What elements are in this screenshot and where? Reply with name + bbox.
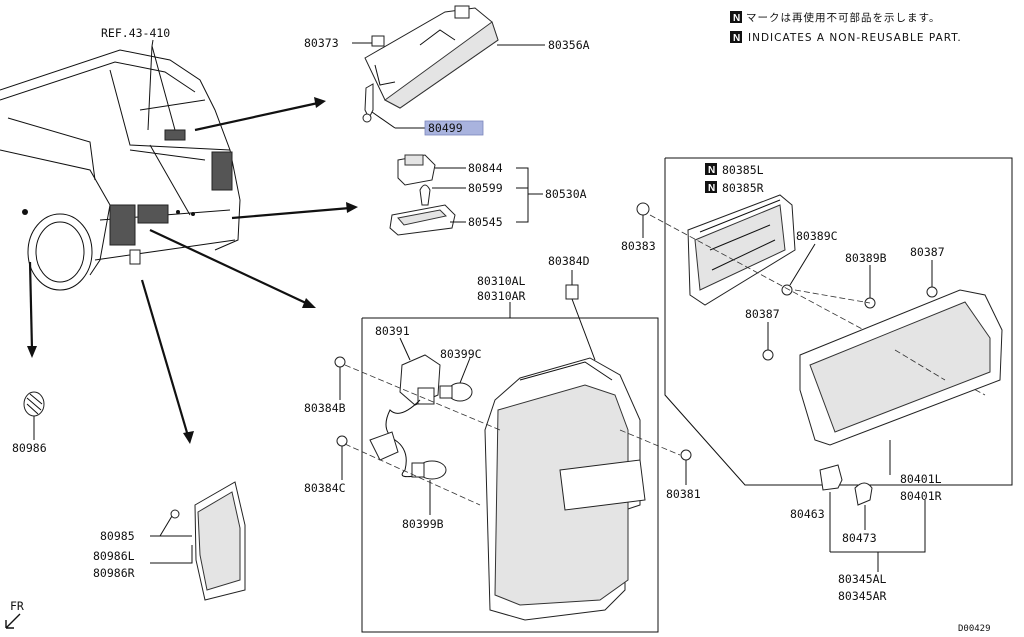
label-80387-a: 80387 bbox=[910, 245, 945, 259]
small-parts bbox=[819, 464, 873, 506]
front-label: FR bbox=[10, 599, 24, 613]
lower-tail-lamp-80401 bbox=[799, 289, 1003, 446]
label-80986: 80986 bbox=[12, 441, 47, 455]
label-80345AR: 80345AR bbox=[838, 589, 887, 603]
label-80389C: 80389C bbox=[796, 229, 838, 243]
label-80401L: 80401L bbox=[900, 472, 942, 486]
front-arrow-icon bbox=[5, 613, 21, 629]
tail-lamp-box bbox=[361, 317, 659, 633]
label-80530A: 80530A bbox=[545, 187, 587, 201]
reflector-80986 bbox=[23, 391, 45, 417]
highlight-box bbox=[424, 120, 484, 136]
leader-lines bbox=[33, 39, 933, 572]
label-80384C: 80384C bbox=[304, 481, 346, 495]
bulbs-and-sockets bbox=[334, 354, 692, 506]
label-80345AL: 80345AL bbox=[838, 572, 887, 586]
label-80986R: 80986R bbox=[93, 566, 135, 580]
label-80473: 80473 bbox=[842, 531, 877, 545]
tail-lamp-housing-80310 bbox=[484, 284, 646, 621]
label-80384D: 80384D bbox=[548, 254, 590, 268]
label-80310AR: 80310AR bbox=[477, 289, 526, 303]
label-80383: 80383 bbox=[621, 239, 656, 253]
license-lamp-parts bbox=[389, 154, 456, 236]
label-80389B: 80389B bbox=[845, 251, 887, 265]
n-mark-letter: N bbox=[733, 33, 740, 44]
label-80356A: 80356A bbox=[548, 38, 590, 52]
n-mark-letter: N bbox=[733, 13, 740, 24]
label-80499[interactable]: 80499 bbox=[428, 121, 463, 135]
vehicle-outline bbox=[0, 49, 241, 291]
non-reusable-mark-icon bbox=[705, 181, 717, 193]
label-80385R: 80385R bbox=[722, 181, 764, 195]
label-80545: 80545 bbox=[468, 215, 503, 229]
diagram-code: D00429 bbox=[958, 624, 991, 634]
front-indicator: FR bbox=[5, 599, 24, 629]
label-80381: 80381 bbox=[666, 487, 701, 501]
label-80310AL: 80310AL bbox=[477, 274, 526, 288]
legend-japanese: マークは再使用不可部品を示します。 bbox=[746, 11, 940, 24]
label-80401R: 80401R bbox=[900, 489, 942, 503]
non-reusable-mark-icon bbox=[705, 163, 717, 175]
legend: N マークは再使用不可部品を示します。 N INDICATES A NON-RE… bbox=[730, 11, 962, 44]
legend-english: INDICATES A NON-REUSABLE PART. bbox=[748, 32, 962, 44]
label-80391: 80391 bbox=[375, 324, 410, 338]
lamp-bracket bbox=[636, 194, 986, 396]
label-80399C: 80399C bbox=[440, 347, 482, 361]
label-80463: 80463 bbox=[790, 507, 825, 521]
label-80387-b: 80387 bbox=[745, 307, 780, 321]
bracket-box bbox=[664, 157, 1013, 486]
clip-80384D bbox=[565, 284, 579, 300]
part-labels: REF.43-410 80373 80356A 80499 80844 8059… bbox=[12, 26, 945, 603]
non-reusable-mark-icon bbox=[730, 11, 742, 23]
label-80985: 80985 bbox=[100, 529, 135, 543]
n-mark-letter: N bbox=[708, 183, 715, 194]
label-80599: 80599 bbox=[468, 181, 503, 195]
label-ref: REF.43-410 bbox=[101, 26, 170, 40]
label-80399B: 80399B bbox=[402, 517, 444, 531]
pointer-arrows bbox=[27, 97, 358, 444]
label-80373: 80373 bbox=[304, 36, 339, 50]
label-80844: 80844 bbox=[468, 161, 503, 175]
label-80986L: 80986L bbox=[93, 549, 135, 563]
n-mark-letter: N bbox=[708, 165, 715, 176]
label-80384B: 80384B bbox=[304, 401, 346, 415]
license-lamp-housing bbox=[362, 5, 499, 123]
label-80385L: 80385L bbox=[722, 163, 764, 177]
non-reusable-mark-icon bbox=[730, 31, 742, 43]
side-reflector bbox=[170, 481, 246, 601]
